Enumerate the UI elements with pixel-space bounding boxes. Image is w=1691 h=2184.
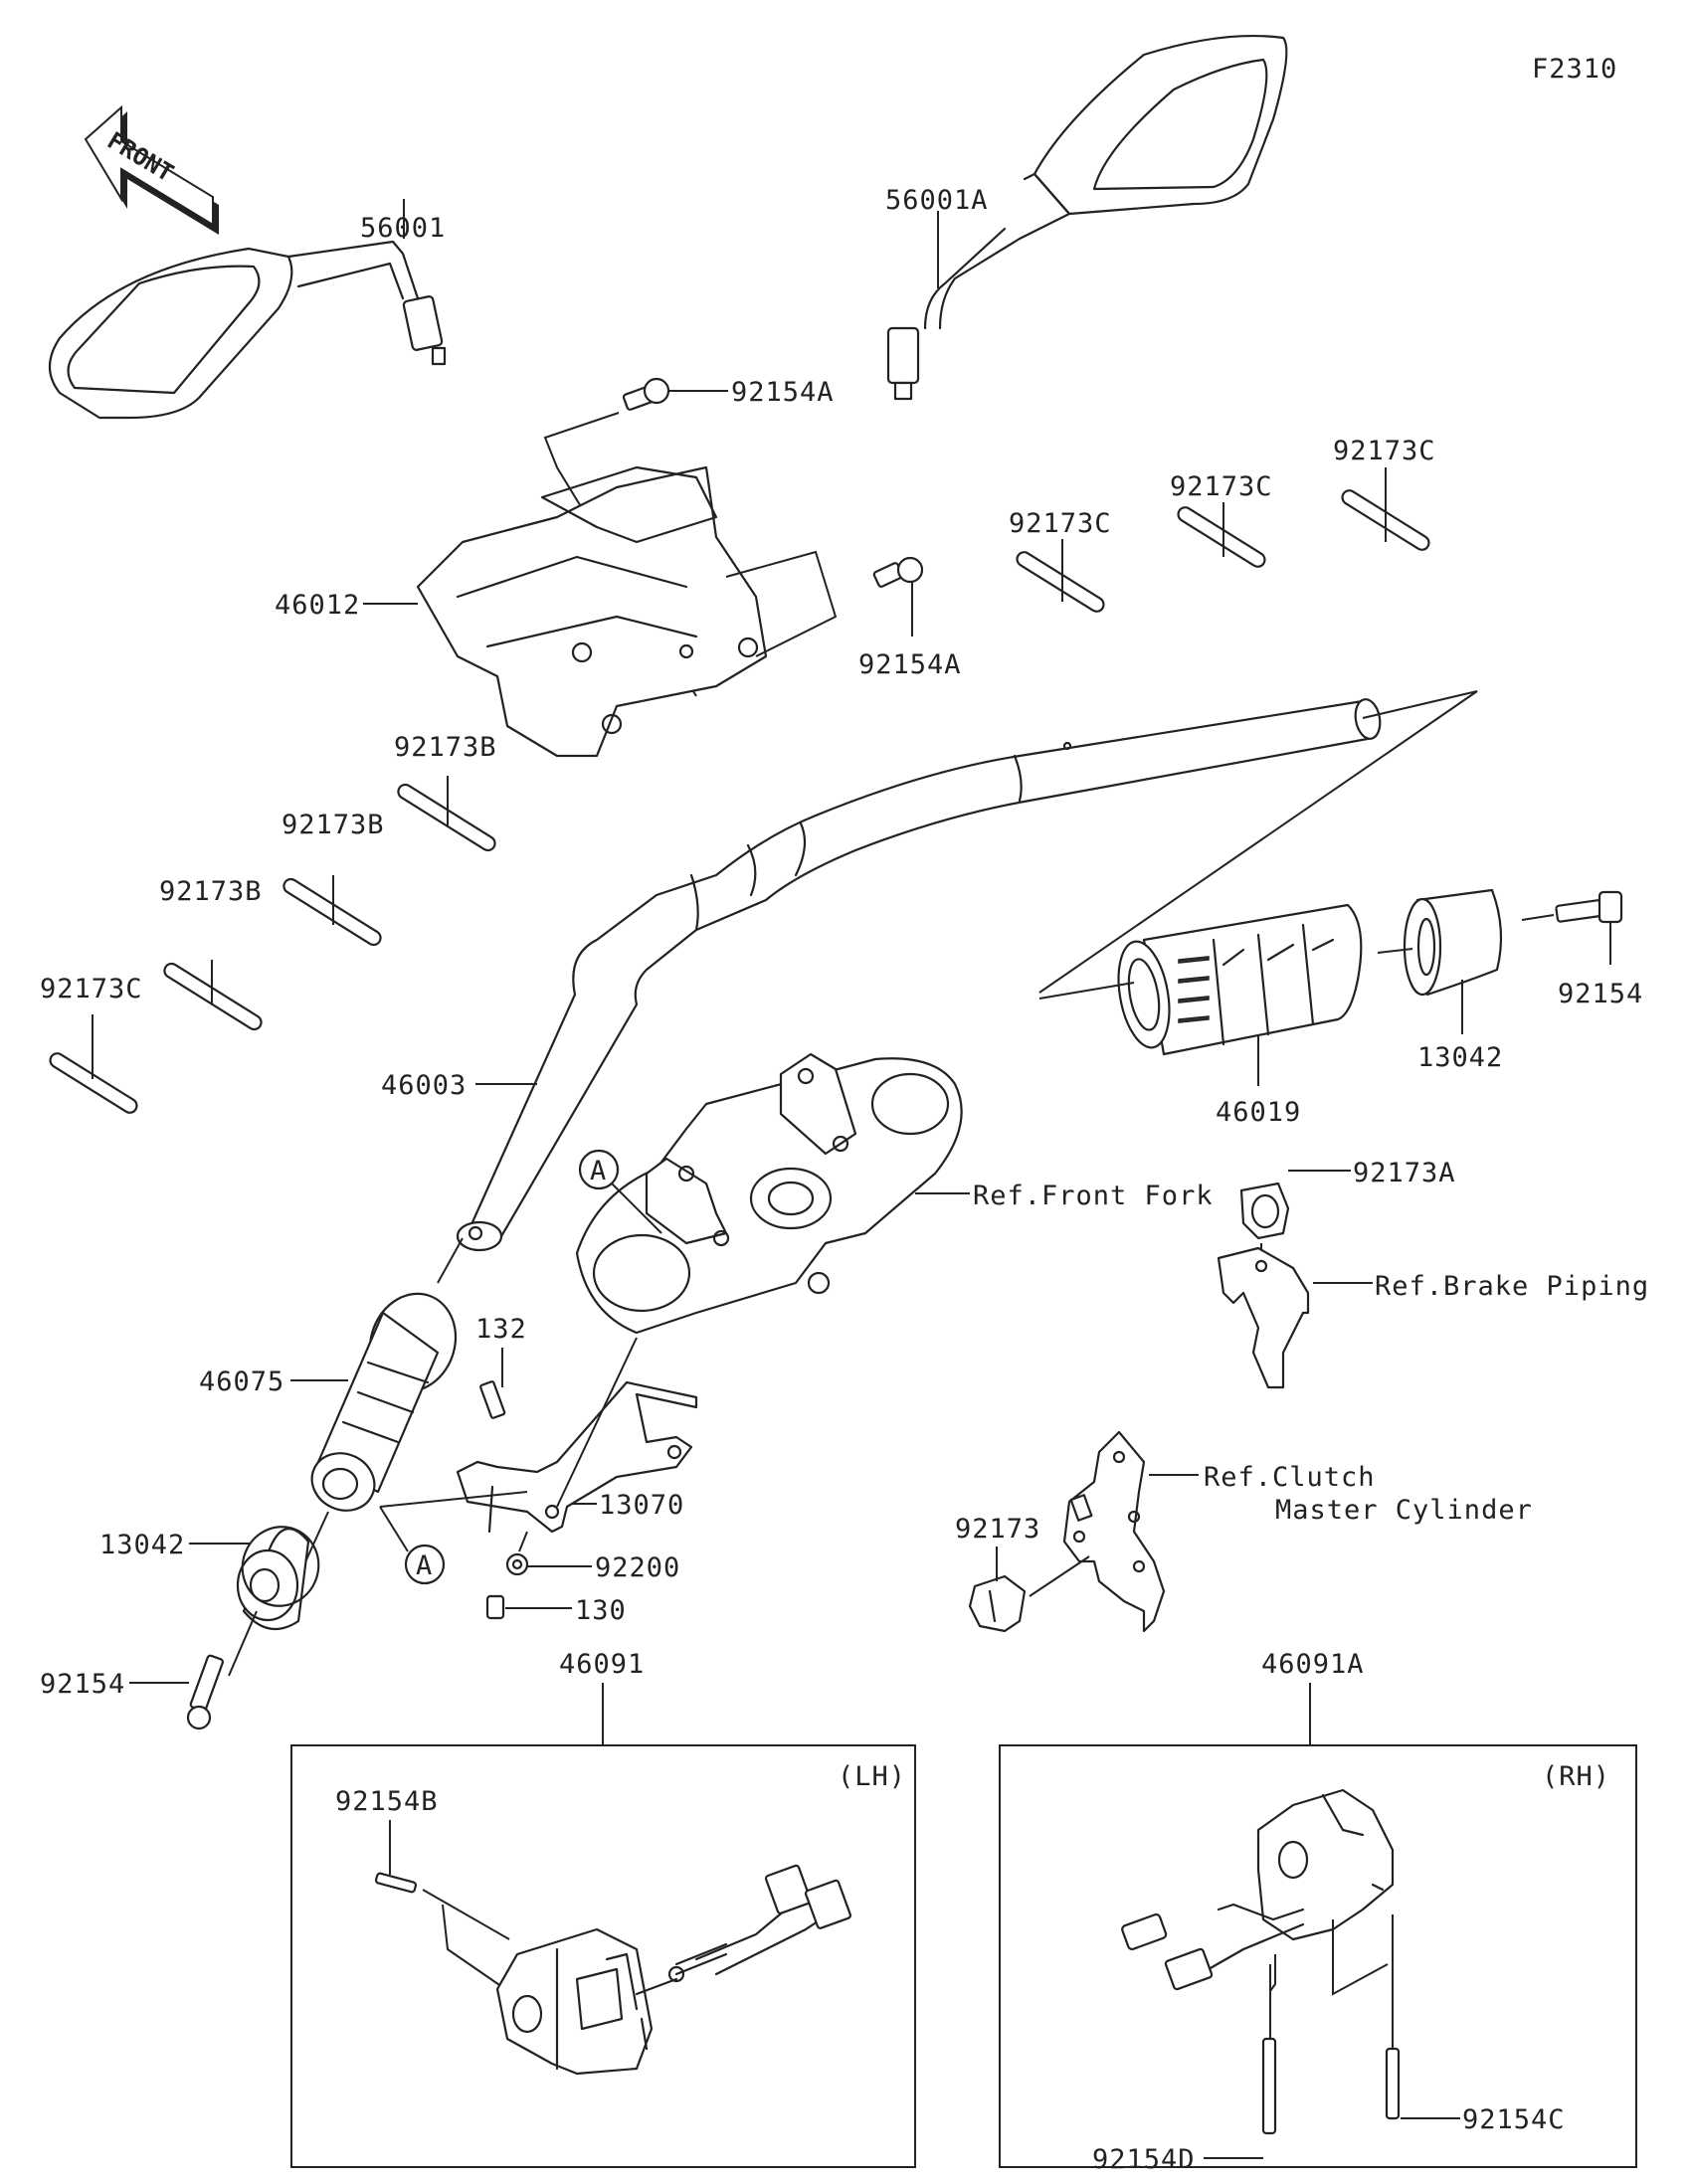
label-13042-rh: 13042 xyxy=(1417,1042,1503,1073)
band-92173C-4[interactable] xyxy=(48,1051,139,1116)
callout-a-lower: A xyxy=(404,1544,446,1585)
label-rh: (RH) xyxy=(1542,1761,1610,1792)
bolt-132[interactable] xyxy=(479,1380,506,1419)
front-arrow-icon: FRONT xyxy=(84,104,219,235)
label-92173A: 92173A xyxy=(1353,1158,1456,1188)
label-92154D: 92154D xyxy=(1092,2144,1196,2175)
throttle-grip[interactable] xyxy=(1111,903,1363,1056)
clamp-92173[interactable] xyxy=(968,1574,1027,1633)
label-92173C-2: 92173C xyxy=(1170,471,1273,502)
label-92154A-top: 92154A xyxy=(731,377,835,408)
switch-lh[interactable] xyxy=(495,1927,654,2076)
callout-a-upper: A xyxy=(578,1149,620,1190)
handlebar[interactable] xyxy=(456,697,1383,1252)
label-46091A: 46091A xyxy=(1261,1649,1365,1680)
label-master-cylinder: Master Cylinder xyxy=(1275,1495,1533,1526)
label-92154B: 92154B xyxy=(335,1786,439,1817)
diagram-id: F2310 xyxy=(1532,54,1617,85)
bolt-92154A-side[interactable] xyxy=(872,556,924,588)
label-92173B-2: 92173B xyxy=(282,810,385,840)
upper-triple-clamp xyxy=(575,1052,963,1335)
label-46012: 46012 xyxy=(275,590,360,621)
bar-end-weight-lh[interactable] xyxy=(232,1516,330,1631)
mirror-lh[interactable] xyxy=(48,240,447,420)
brake-piping-clamp xyxy=(1217,1246,1310,1389)
label-92200: 92200 xyxy=(595,1552,680,1583)
band-92173C-2[interactable] xyxy=(1176,505,1267,570)
label-92154-lh: 92154 xyxy=(40,1669,125,1700)
bolt-92154A-top[interactable] xyxy=(622,377,670,411)
switch-lh-wiring xyxy=(635,1864,852,1996)
label-13070: 13070 xyxy=(599,1490,684,1521)
handlebar-holder[interactable] xyxy=(416,465,768,758)
switch-lh-box xyxy=(290,1744,916,2168)
clamp-92173A[interactable] xyxy=(1239,1182,1290,1240)
label-92154-rh: 92154 xyxy=(1558,979,1643,1009)
label-13042-lh: 13042 xyxy=(99,1530,185,1560)
label-92173C-1: 92173C xyxy=(1009,508,1112,539)
washer-92200[interactable] xyxy=(505,1552,529,1576)
label-ref-front-fork: Ref.Front Fork xyxy=(973,1181,1214,1211)
bracket-13070[interactable] xyxy=(456,1380,698,1534)
bolt-92154-lh[interactable] xyxy=(186,1654,225,1730)
switch-rh-box xyxy=(999,1744,1637,2168)
screw-92154B[interactable] xyxy=(374,1872,418,1894)
screw-92154C[interactable] xyxy=(1385,2047,1401,2120)
label-56001A: 56001A xyxy=(885,185,989,216)
label-ref-clutch: Ref.Clutch xyxy=(1204,1462,1376,1493)
switch-rh-wiring xyxy=(1121,1903,1305,1991)
label-92173: 92173 xyxy=(955,1514,1040,1545)
grip-lh[interactable] xyxy=(302,1282,469,1521)
label-92173C-3: 92173C xyxy=(1333,436,1436,466)
label-ref-brake-piping: Ref.Brake Piping xyxy=(1375,1271,1649,1302)
label-92173B-1: 92173B xyxy=(394,732,497,763)
screw-92154D[interactable] xyxy=(1261,2037,1277,2135)
label-lh: (LH) xyxy=(838,1761,906,1792)
bar-end-weight-rh[interactable] xyxy=(1403,888,1503,997)
band-92173C-1[interactable] xyxy=(1015,550,1106,615)
switch-rh[interactable] xyxy=(1256,1788,1395,1941)
bolt-92154-rh[interactable] xyxy=(1555,890,1623,924)
label-46091: 46091 xyxy=(559,1649,645,1680)
bolt-130[interactable] xyxy=(485,1594,505,1620)
label-46003: 46003 xyxy=(381,1070,467,1101)
clutch-bracket xyxy=(1062,1430,1166,1633)
label-132: 132 xyxy=(475,1314,527,1345)
label-46019: 46019 xyxy=(1216,1097,1301,1128)
label-130: 130 xyxy=(575,1595,627,1626)
svg-text:A: A xyxy=(590,1156,607,1186)
label-92173C-4: 92173C xyxy=(40,974,143,1004)
mirror-rh[interactable] xyxy=(886,34,1288,401)
label-46075: 46075 xyxy=(199,1366,284,1397)
label-92154C: 92154C xyxy=(1462,2104,1566,2135)
label-92154A-side: 92154A xyxy=(858,649,962,680)
label-56001: 56001 xyxy=(360,213,446,244)
label-92173B-3: 92173B xyxy=(159,876,263,907)
svg-text:A: A xyxy=(416,1550,433,1581)
